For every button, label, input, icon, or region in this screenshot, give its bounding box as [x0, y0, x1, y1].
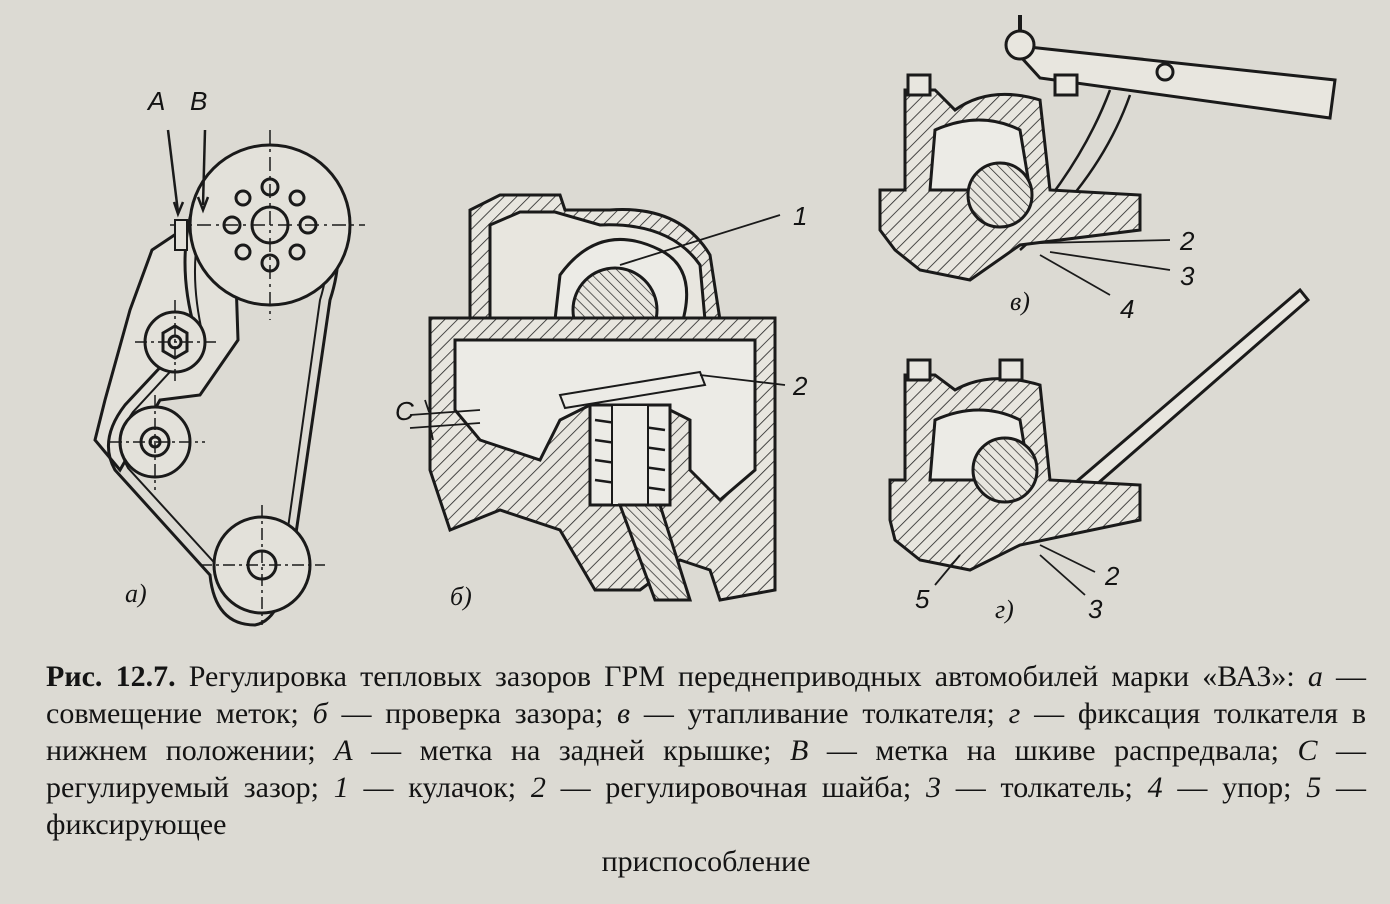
caption-desc-5: — фиксирующее — [46, 771, 1366, 841]
lever-tool — [1006, 43, 1337, 120]
subfigure-v-label: в) — [1010, 287, 1030, 316]
caption-desc-1: — кулачок; — [348, 771, 531, 804]
caption-key-b: б — [312, 697, 328, 730]
caption-text: Регулировка тепловых зазоров ГРМ передне… — [175, 660, 1308, 693]
label-1: 1 — [793, 201, 807, 231]
label-2-v: 2 — [1179, 226, 1195, 256]
caption-desc-a: — совмещение меток; — [46, 660, 1367, 730]
caption-desc-g: — фиксация толкателя в нижнем положении; — [46, 697, 1366, 767]
caption-key-B: В — [790, 734, 809, 767]
caption-key-C: С — [1297, 734, 1318, 767]
mark-a-label: A — [146, 86, 165, 116]
subfigure-a — [93, 129, 365, 627]
caption-last-line: приспособление — [601, 845, 811, 878]
label-5-g: 5 — [915, 584, 930, 614]
label-4-v: 4 — [1120, 294, 1134, 324]
caption-desc-4: — упор; — [1162, 771, 1307, 804]
caption-key-5: 5 — [1306, 771, 1322, 804]
caption-desc-2: — регулировочная шайба; — [545, 771, 927, 804]
caption-key-1: 1 — [333, 771, 349, 804]
figure-12-7: A B а) 1 — [93, 15, 1337, 627]
label-3-g: 3 — [1088, 594, 1103, 624]
caption-key-v: в — [617, 697, 631, 730]
caption-desc-b: — проверка зазора; — [327, 697, 618, 730]
subfigure-g — [888, 287, 1311, 596]
label-2-g: 2 — [1104, 561, 1120, 591]
gap-c-label: C — [395, 396, 414, 426]
valve-stem — [617, 503, 693, 602]
caption-key-3: 3 — [926, 771, 942, 804]
caption-desc-C: — регулируемый зазор; — [46, 734, 1367, 804]
figure-drawing: A B а) 1 — [93, 15, 1337, 627]
figure-caption: Рис. 12.7. Регулировка тепловых зазоров … — [46, 658, 1366, 880]
caption-desc-B: — метка на шкиве распредвала; — [808, 734, 1298, 767]
caption-key-2: 2 — [530, 771, 546, 804]
caption-desc-3: — толкатель; — [941, 771, 1148, 804]
caption-key-g: г — [1008, 697, 1021, 730]
subfigure-g-label: г) — [995, 595, 1014, 624]
caption-key-4: 4 — [1147, 771, 1163, 804]
caption-desc-v: — утапливание толкателя; — [630, 697, 1009, 730]
fixing-tool — [1052, 287, 1311, 515]
caption-figure-number: Рис. 12.7. — [46, 660, 176, 693]
label-3-v: 3 — [1180, 261, 1195, 291]
label-2-b: 2 — [792, 371, 808, 401]
caption-key-a: а — [1307, 660, 1323, 693]
subfigure-a-label: а) — [125, 579, 147, 608]
mark-b-label: B — [190, 86, 207, 116]
subfigure-v — [878, 15, 1337, 296]
caption-key-A: А — [334, 734, 353, 767]
subfigure-b — [409, 193, 786, 602]
caption-desc-A: — метка на задней крышке; — [352, 734, 791, 767]
subfigure-b-label: б) — [450, 582, 472, 611]
